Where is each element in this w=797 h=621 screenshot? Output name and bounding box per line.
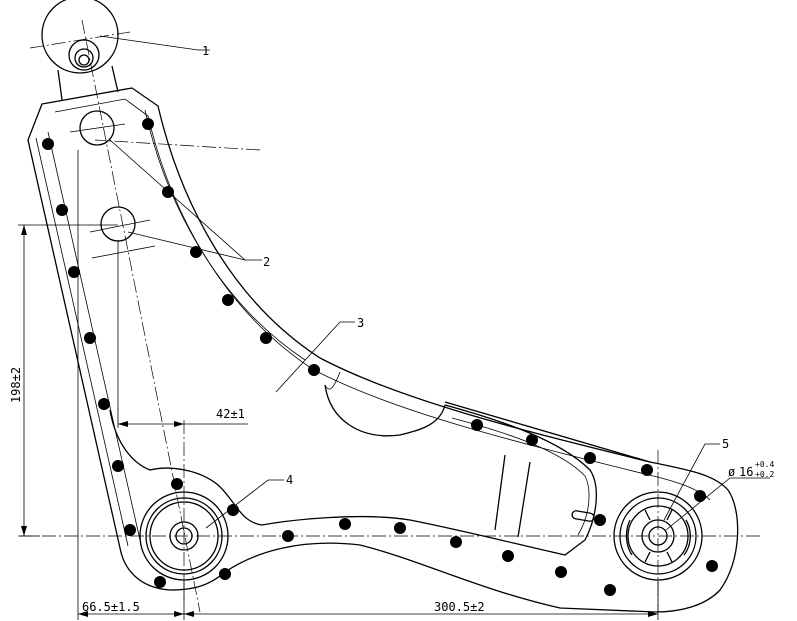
callout-4: 4: [286, 473, 293, 487]
dim-diameter-value: 16: [739, 465, 753, 479]
arm-cutout: [109, 404, 597, 556]
dimension-vertical: 198±2: [9, 224, 118, 537]
dim-diameter-tol-lower: +0.2: [755, 470, 774, 479]
callout-5: 5: [722, 437, 729, 451]
weld-seam: [324, 384, 446, 437]
callout-1: 1: [202, 44, 209, 58]
dim-diameter-symbol: ø: [728, 465, 735, 479]
arm-inner-flange: [54, 98, 711, 501]
dimension-hole-diameter: ø 16 +0.4 +0.2: [728, 460, 774, 479]
holes-2: [69, 110, 156, 259]
dim-300-5: 300.5±2: [434, 600, 485, 614]
weld-dots: [42, 118, 718, 596]
dim-42: 42±1: [216, 407, 245, 421]
dim-diameter-tol-upper: +0.4: [755, 460, 774, 469]
dimension-bottom: 66.5±1.5 300.5±2: [77, 150, 659, 620]
callout-3: 3: [357, 316, 364, 330]
callout-leaders: [99, 35, 770, 531]
dim-198: 198±2: [9, 367, 23, 403]
dim-66-5: 66.5±1.5: [82, 600, 140, 614]
callout-2: 2: [263, 255, 270, 269]
ball-joint-top: [41, 0, 119, 101]
dimension-offset: 42±1: [117, 240, 248, 428]
